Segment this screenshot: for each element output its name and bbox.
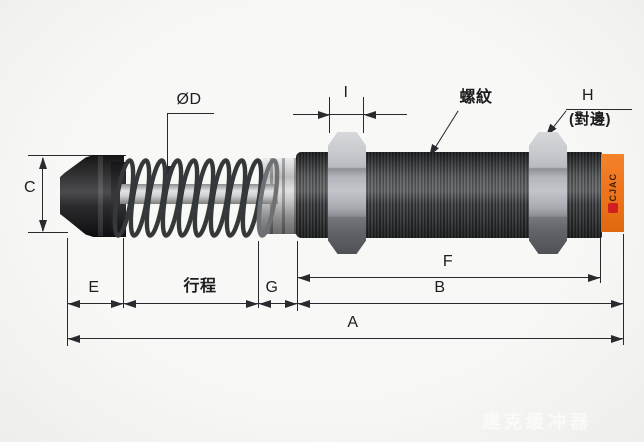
brand-label: CJAC [601, 154, 624, 232]
dim-label-stroke: 行程 [183, 278, 217, 295]
dim-g-arrow-icon [285, 299, 297, 308]
dim-i-arrow-icon [364, 111, 376, 119]
leader-h-underline [566, 109, 632, 111]
dim-label-h: H [581, 87, 595, 104]
dim-f-arrow-icon [298, 273, 310, 282]
dim-c-arrow-icon [38, 157, 47, 169]
dim-stroke-arrow-icon [246, 299, 258, 308]
dim-label-f: F [442, 253, 454, 270]
leader-thread [425, 110, 459, 159]
dim-a-arrow-icon [611, 334, 623, 343]
dim-c-arrow-icon [38, 220, 47, 232]
dim-b-arrow-icon [298, 299, 310, 308]
ext-line-b-left [297, 241, 299, 311]
dim-label-a: A [347, 314, 359, 331]
ext-line-c-bottom [28, 232, 68, 234]
dim-line-c [42, 158, 44, 231]
hex-nut-front [328, 132, 366, 254]
dim-label-c: C [23, 179, 37, 196]
leader-od-underline [167, 113, 214, 115]
dim-line-i [293, 114, 407, 116]
ext-line-c-top [28, 155, 126, 157]
dim-label-rod-diameter: ØD [176, 91, 202, 108]
ext-line-a-left [67, 238, 69, 346]
cap-highlight [98, 156, 103, 236]
return-spring [112, 158, 280, 238]
dim-label-i: I [343, 84, 349, 101]
brand-text: CJAC [607, 172, 618, 202]
ext-line-b-right [623, 234, 625, 345]
brand-logo-icon [607, 203, 618, 214]
dim-stroke-arrow-icon [124, 299, 136, 308]
leader-od-drop [167, 113, 169, 166]
hex-nut-rear [529, 132, 567, 254]
dim-label-b: B [434, 279, 446, 296]
dim-label-thread: 螺紋 [459, 89, 493, 106]
dim-label-across-flats: (對邊) [569, 111, 611, 128]
dim-f-arrow-icon [588, 273, 600, 282]
watermark: 建克缓冲器 [482, 412, 592, 432]
ext-line-stroke-left [123, 238, 125, 308]
dim-g-arrow-icon [259, 299, 271, 308]
dim-line-e-stroke-g-b [67, 303, 623, 305]
dim-i-arrow-icon [318, 111, 330, 119]
dim-label-g: G [265, 279, 279, 296]
ext-line-f-right [600, 234, 602, 283]
ext-line-g-left [258, 241, 260, 308]
dim-label-e: E [88, 279, 100, 296]
leader-od-arrow-icon [163, 166, 172, 178]
dim-e-arrow-icon [68, 299, 80, 308]
dim-line-f [297, 277, 600, 279]
dim-e-arrow-icon [111, 299, 123, 308]
dim-a-arrow-icon [68, 334, 80, 343]
dim-b-arrow-icon [611, 299, 623, 308]
dim-line-a [67, 338, 623, 340]
